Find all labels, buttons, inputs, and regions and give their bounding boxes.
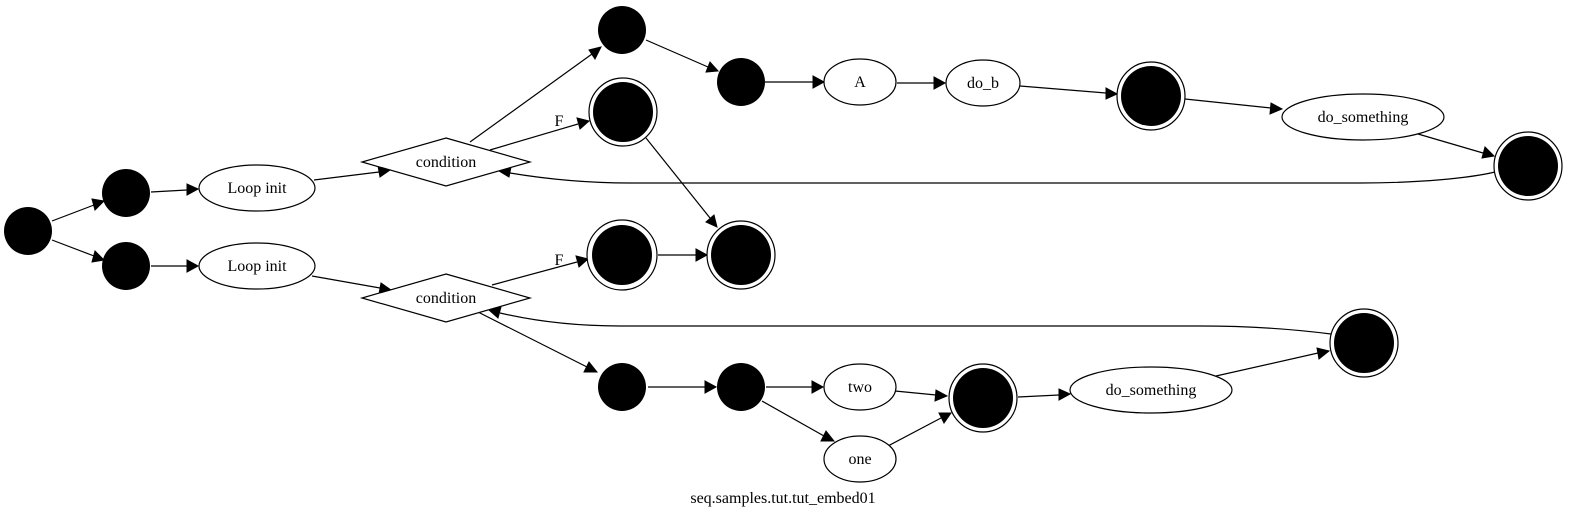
edge-blacktop-black2: [645, 39, 709, 68]
edge-double-dosomething1: [1184, 98, 1272, 109]
edge-loopback-top: [509, 171, 1496, 184]
double-node-bottom-mid: [948, 363, 1018, 433]
edge-two-doubleb: [894, 390, 937, 396]
edge-doubleb-dosomething2: [1017, 394, 1060, 398]
edge-loopinit1-condition1: [313, 171, 380, 181]
do-something-label-bottom: do_something: [1106, 382, 1197, 399]
one-node: [823, 435, 897, 483]
black-node-branch-top: [598, 6, 646, 54]
do-b-label: do_b: [967, 75, 999, 92]
a-node: [823, 58, 897, 106]
edge-fdouble-middouble: [645, 137, 711, 219]
double-node-far-right: [1493, 131, 1563, 201]
double-node-bottom-right: [1329, 308, 1399, 378]
black-node-seq-top: [717, 58, 765, 106]
edge-label-f-bottom: F: [555, 252, 564, 269]
condition-node-top: [359, 137, 533, 187]
do-b-node: [945, 59, 1021, 107]
black-node-fork-bottom: [102, 242, 150, 290]
condition-label-top: condition: [416, 154, 476, 171]
condition-node-bottom: [359, 273, 533, 323]
do-something-node-bottom: [1069, 366, 1233, 414]
edge-black2b-one: [761, 400, 825, 437]
edge-dob-double: [1019, 85, 1107, 94]
black-node-branch-bottom: [598, 363, 646, 411]
edge-dosomething2-rightdoubleb: [1215, 352, 1319, 377]
edge-condition2-blackbottom: [477, 311, 588, 368]
one-label: one: [848, 451, 871, 468]
start-node: [4, 207, 52, 255]
loop-init-label-top: Loop init: [227, 180, 287, 197]
edge-loopinit2-condition2: [311, 275, 381, 289]
loop-init-node-top: [198, 164, 316, 212]
edge-top-loopinit1: [150, 189, 188, 193]
diagram-caption: seq.samples.tut.tut_embed01: [690, 490, 875, 507]
two-node: [823, 363, 897, 411]
a-label: A: [854, 74, 866, 91]
black-node-seq-bottom: [717, 363, 765, 411]
double-node-join-mid: [706, 220, 776, 290]
double-node-f-top: [588, 77, 658, 147]
black-node-fork-top: [102, 169, 150, 217]
edge-label-f-top: F: [555, 113, 564, 130]
loop-init-label-bottom: Loop init: [227, 258, 287, 275]
edge-dosomething1-rightdouble: [1417, 133, 1484, 154]
condition-label-bottom: condition: [416, 290, 476, 307]
edge-start-bottom: [51, 239, 95, 257]
edge-loopback-bottom: [499, 312, 1332, 335]
do-something-node-top: [1281, 93, 1445, 141]
do-something-label-top: do_something: [1318, 109, 1409, 126]
edges: [51, 39, 1496, 447]
edge-one-doubleb: [887, 417, 942, 447]
double-node-f-bottom: [586, 219, 658, 291]
edge-condition2-f: [491, 261, 578, 286]
double-node-top-right: [1116, 61, 1186, 131]
two-label: two: [848, 379, 872, 396]
edge-start-top: [51, 204, 95, 222]
edge-condition1-blacktop: [469, 53, 593, 143]
edge-condition1-f: [489, 123, 579, 151]
loop-init-node-bottom: [198, 242, 316, 290]
